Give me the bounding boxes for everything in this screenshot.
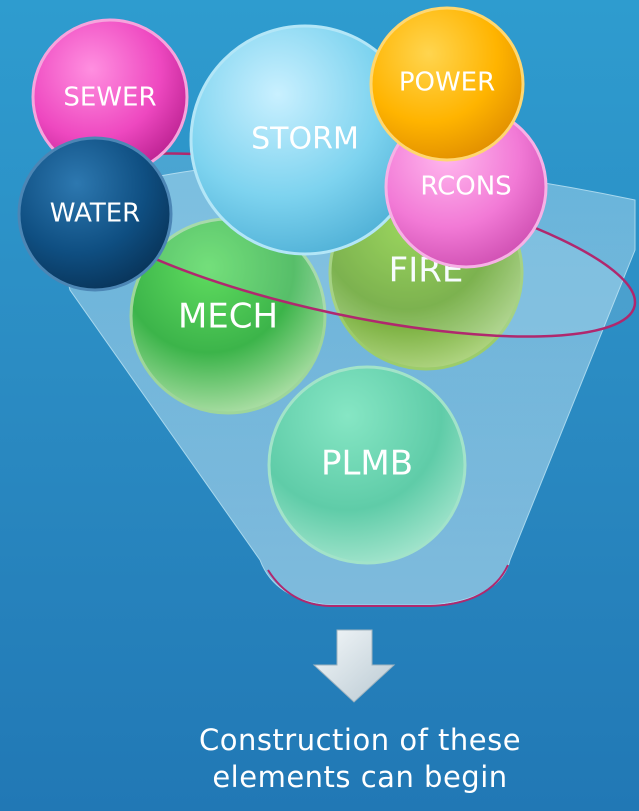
bubble-label-sewer: SEWER xyxy=(63,83,156,113)
bubble-label-plmb: PLMB xyxy=(321,444,413,484)
bubble-label-rcons: RCONS xyxy=(420,172,511,202)
bubble-water: WATER xyxy=(17,136,173,292)
caption-line-1: Construction of these xyxy=(198,723,522,757)
caption: Construction of these elements can begin xyxy=(100,722,620,796)
caption-line-2: elements can begin xyxy=(212,760,508,794)
bubble-label-power: POWER xyxy=(399,68,495,98)
bubble-power: POWER xyxy=(369,6,525,162)
down-arrow-icon xyxy=(312,629,396,703)
bubble-label-storm: STORM xyxy=(251,122,359,157)
bubble-label-water: WATER xyxy=(50,199,140,229)
bubble-mech: MECH xyxy=(129,217,327,415)
bubble-plmb: PLMB xyxy=(267,365,467,565)
bubble-sewer: SEWER xyxy=(31,18,189,176)
bubble-label-mech: MECH xyxy=(178,297,278,337)
funnel-spout xyxy=(267,564,509,607)
